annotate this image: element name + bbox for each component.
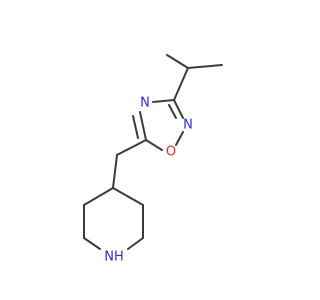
bond-n4-c5-a — [139, 111, 147, 141]
bond-isopropyl-left-methyl — [166, 54, 189, 69]
bond-isopropyl-right-methyl — [187, 64, 223, 69]
methylene-linker — [112, 139, 147, 189]
atom-n4-label: N — [140, 96, 150, 111]
bond-pip-c4-c3 — [112, 187, 144, 206]
atom-o1-label: O — [166, 145, 176, 160]
atom-nh-label: NH — [104, 250, 124, 265]
bond-c5-ch2 — [116, 139, 147, 156]
isopropyl-group — [166, 54, 223, 101]
bond-c5-o1 — [145, 139, 163, 151]
bond-pip-n1-c6 — [83, 237, 101, 250]
bond-o1-n2 — [175, 131, 184, 146]
bond-pip-c5-c4 — [83, 187, 114, 206]
bond-c3-n4 — [152, 99, 175, 103]
molecule-structure: N N O NH — [83, 54, 223, 265]
bond-ch2-piperidine — [112, 154, 118, 189]
oxadiazole-ring — [132, 99, 184, 151]
bond-n2-c3-b — [168, 104, 177, 119]
atom-n2-label: N — [183, 118, 193, 133]
bond-isopropyl-to-ring — [173, 67, 189, 101]
bond-n4-c5-b — [132, 115, 139, 139]
bond-n2-c3-a — [173, 99, 184, 119]
piperidine-ring — [83, 187, 144, 250]
bond-pip-c2-n1 — [127, 237, 144, 250]
